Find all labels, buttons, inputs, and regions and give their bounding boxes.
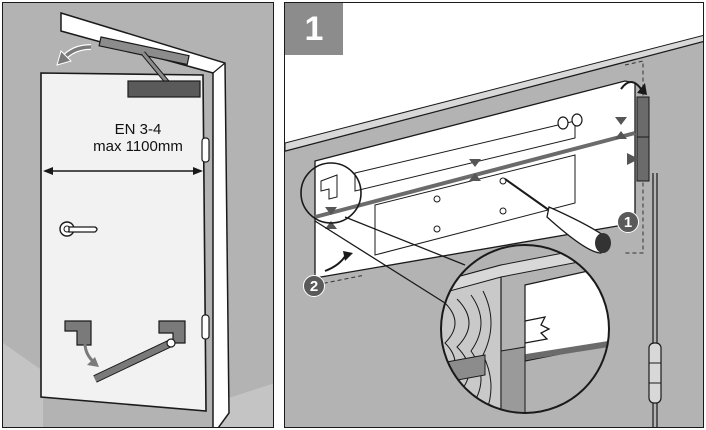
upper-hinge	[201, 137, 210, 163]
lower-hinge	[201, 314, 210, 340]
door-overview-illustration	[3, 11, 273, 427]
alignment-marker-top-2	[469, 173, 481, 181]
door-width-label: EN 3-4 max 1100mm	[63, 121, 213, 155]
template-hole-5	[433, 225, 441, 233]
alignment-marker-left-2	[325, 221, 337, 229]
step-1-panel: 1 1 2	[284, 2, 704, 428]
alignment-marker-left	[325, 207, 337, 215]
callout-1: 1	[617, 211, 639, 233]
door-handle	[68, 226, 98, 233]
template-hole-6	[499, 207, 507, 215]
frame-top-edge	[285, 34, 703, 152]
width-arrowhead-right	[193, 167, 203, 175]
template-slot-upper	[354, 120, 576, 192]
swing-arrow-top-head	[56, 50, 72, 66]
door-overview-panel: EN 3-4 max 1100mm	[2, 2, 274, 428]
closer-body	[127, 80, 201, 98]
floor-left	[3, 343, 43, 427]
mounting-detail-illustration	[285, 34, 703, 427]
arm-pivot	[166, 338, 176, 348]
width-arrowhead-left	[43, 167, 53, 175]
hinge-notch-small	[320, 174, 338, 200]
peel-arrow-bottom-head	[343, 251, 353, 261]
template-hole-1	[557, 116, 569, 130]
alignment-marker-top	[469, 159, 481, 167]
screwdriver-shaft	[504, 178, 554, 214]
door-hinge-pin	[648, 342, 662, 404]
template-hole-4	[499, 177, 507, 185]
peel-arrow-top-head	[637, 83, 647, 95]
alignment-marker-right	[615, 117, 627, 125]
hinge-marker-arrow	[627, 153, 639, 165]
floor-right	[213, 383, 273, 427]
template-slot-lower	[374, 154, 576, 256]
zoom-connector-bottom	[314, 220, 446, 304]
width-label-standard: EN 3-4	[114, 121, 162, 138]
template-hole-3	[433, 195, 441, 203]
mount-arrow-head	[87, 357, 99, 367]
step-number-badge: 1	[285, 3, 343, 55]
hinge-recess-upper	[636, 96, 650, 138]
alignment-marker-right-2	[615, 131, 627, 139]
callout-2: 2	[303, 275, 325, 297]
detail-zoom-source	[300, 162, 362, 224]
template-hole-2	[571, 113, 583, 127]
peel-arrow-top	[620, 81, 642, 90]
screwdriver-handle-end	[595, 233, 611, 253]
zoom-connector-top	[344, 216, 466, 266]
width-label-max: max 1100mm	[93, 138, 183, 155]
mounting-bracket-left	[64, 320, 92, 346]
detail-zoom-circle	[440, 244, 610, 414]
arm-part	[93, 340, 173, 382]
